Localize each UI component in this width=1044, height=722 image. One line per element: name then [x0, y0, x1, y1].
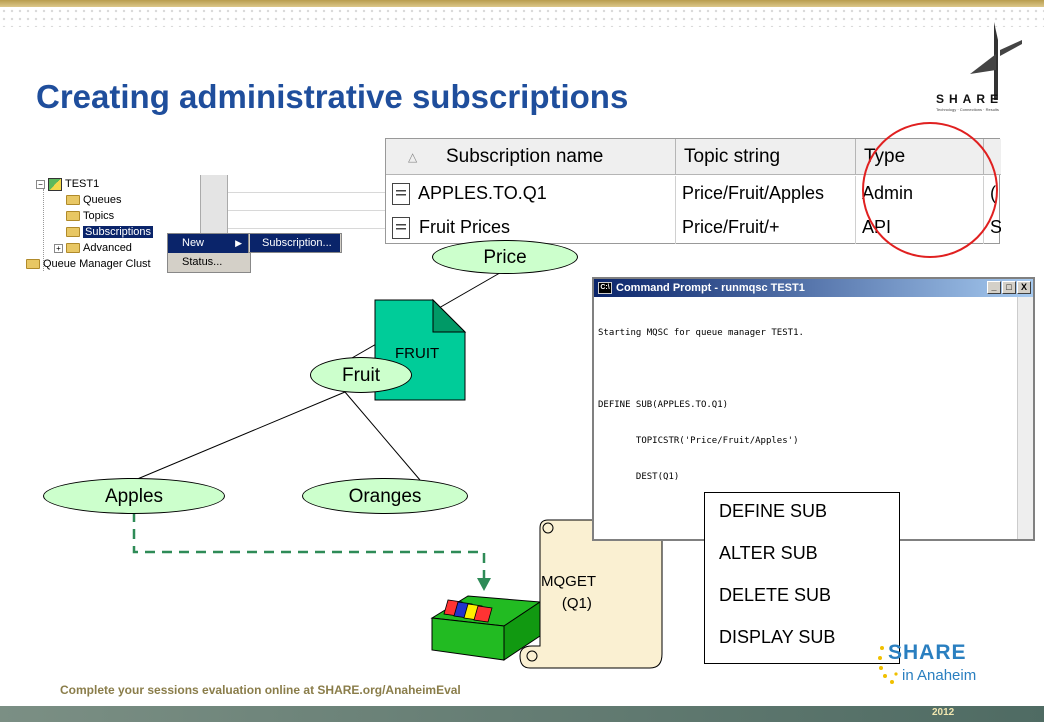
- share-bottom-year: 2012: [932, 707, 955, 718]
- console-line: [598, 363, 804, 375]
- queue-tray-icon: [430, 595, 542, 661]
- window-buttons: _ □ X: [987, 281, 1031, 294]
- menu-item-label: Status...: [182, 256, 223, 268]
- share-logo-text: SHARE: [936, 92, 1004, 106]
- command-display-sub: DISPLAY SUB: [719, 627, 836, 647]
- tree-item-label: Advanced: [83, 242, 132, 254]
- maximize-button[interactable]: □: [1002, 281, 1016, 294]
- tree-item-qm-clusters[interactable]: Queue Manager Clust: [26, 257, 151, 271]
- command-delete-sub: DELETE SUB: [719, 585, 832, 605]
- document-icon: [392, 217, 410, 240]
- column-header-topic-string[interactable]: Topic string: [676, 139, 856, 175]
- topic-node-fruit: Fruit: [310, 357, 412, 393]
- command-define-sub: DEFINE SUB: [719, 501, 828, 521]
- command-alter-sub: ALTER SUB: [719, 543, 818, 563]
- mqget-label: MQGET (Q1): [541, 573, 596, 612]
- fruit-document-label: FRUIT: [395, 345, 440, 362]
- console-line: TOPICSTR('Price/Fruit/Apples'): [598, 436, 799, 446]
- table-cell-extra[interactable]: S: [990, 217, 1001, 237]
- menu-item-subscription[interactable]: Subscription...: [250, 234, 340, 252]
- topic-node-apples: Apples: [43, 478, 225, 514]
- minimize-button[interactable]: _: [987, 281, 1001, 294]
- document-icon: [392, 183, 410, 206]
- share-logo: [970, 22, 1022, 100]
- top-bar: [0, 0, 1044, 7]
- cell-text: Fruit Prices: [419, 217, 511, 237]
- collapse-icon[interactable]: −: [36, 179, 45, 189]
- highlight-circle: [862, 122, 998, 258]
- footer-text: Complete your sessions evaluation online…: [60, 683, 461, 697]
- column-header-subscription-name[interactable]: △ Subscription name: [386, 139, 676, 175]
- cell-text: APPLES.TO.Q1: [418, 183, 547, 203]
- window-title: Command Prompt - runmqsc TEST1: [616, 282, 805, 294]
- share-bottom-text: SHARE: [888, 641, 967, 664]
- table-cell-topic[interactable]: Price/Fruit/+: [676, 210, 856, 244]
- tree-root[interactable]: − TEST1: [36, 177, 99, 191]
- page-title: Creating administrative subscriptions: [36, 78, 629, 115]
- folder-icon: [66, 195, 80, 205]
- folder-icon: [66, 243, 80, 253]
- close-button[interactable]: X: [1017, 281, 1031, 294]
- submenu-arrow-icon: ▶: [235, 238, 242, 248]
- expand-icon[interactable]: +: [54, 243, 63, 253]
- share-logo-tagline: Technology · Connections · Results: [936, 107, 999, 112]
- tree-root-label: TEST1: [65, 178, 100, 190]
- console-icon: C:\: [598, 282, 612, 294]
- folder-icon: [26, 259, 40, 269]
- topic-node-oranges: Oranges: [302, 478, 468, 514]
- queue-manager-icon: [48, 177, 62, 191]
- console-scrollbar[interactable]: [1017, 297, 1033, 539]
- tree-item-label: Topics: [83, 210, 115, 222]
- tree-item-subscriptions[interactable]: Subscriptions: [66, 225, 154, 239]
- console-line: Starting MQSC for queue manager TEST1.: [598, 328, 804, 338]
- topic-node-price: Price: [432, 240, 578, 274]
- explorer-scroll-strip: [200, 175, 228, 241]
- explorer-tree: − TEST1 Queues Topics Subscriptions + Ad…: [26, 175, 400, 275]
- tree-item-label: Queue Manager Clust: [43, 258, 151, 270]
- submenu: Subscription...: [248, 233, 342, 253]
- table-cell-name[interactable]: Fruit Prices: [386, 210, 676, 244]
- top-dot-pattern: [0, 7, 1044, 27]
- sort-ascending-icon: △: [408, 150, 418, 164]
- table-cell-name[interactable]: APPLES.TO.Q1: [386, 176, 676, 210]
- tree-item-advanced[interactable]: + Advanced: [54, 241, 132, 255]
- folder-icon: [66, 227, 80, 237]
- mqsc-commands-box: DEFINE SUB ALTER SUB DELETE SUB DISPLAY …: [704, 492, 900, 664]
- column-header-label: Subscription name: [446, 146, 604, 167]
- folder-icon: [66, 211, 80, 221]
- menu-item-new[interactable]: New ▶: [168, 234, 250, 253]
- share-bottom-sub: in Anaheim: [902, 667, 977, 684]
- explorer-grid-area: [228, 175, 388, 241]
- tree-guide-line: [43, 189, 44, 271]
- table-cell-topic[interactable]: Price/Fruit/Apples: [676, 176, 856, 210]
- menu-item-label: New: [182, 237, 205, 249]
- window-titlebar[interactable]: C:\ Command Prompt - runmqsc TEST1 _ □ X: [594, 279, 1033, 297]
- share-anaheim-logo: [878, 646, 898, 684]
- tree-item-label: Subscriptions: [83, 226, 154, 238]
- context-menu: New ▶ Status...: [167, 233, 251, 273]
- tree-item-label: Queues: [83, 194, 122, 206]
- console-line: DEST(Q1): [598, 472, 680, 482]
- console-line: DEFINE SUB(APPLES.TO.Q1): [598, 400, 729, 410]
- menu-item-status[interactable]: Status...: [168, 253, 250, 272]
- tree-item-topics[interactable]: Topics: [66, 209, 114, 223]
- bottom-bar: [0, 706, 1044, 722]
- tree-item-queues[interactable]: Queues: [66, 193, 122, 207]
- console-output[interactable]: Starting MQSC for queue manager TEST1. D…: [598, 303, 804, 507]
